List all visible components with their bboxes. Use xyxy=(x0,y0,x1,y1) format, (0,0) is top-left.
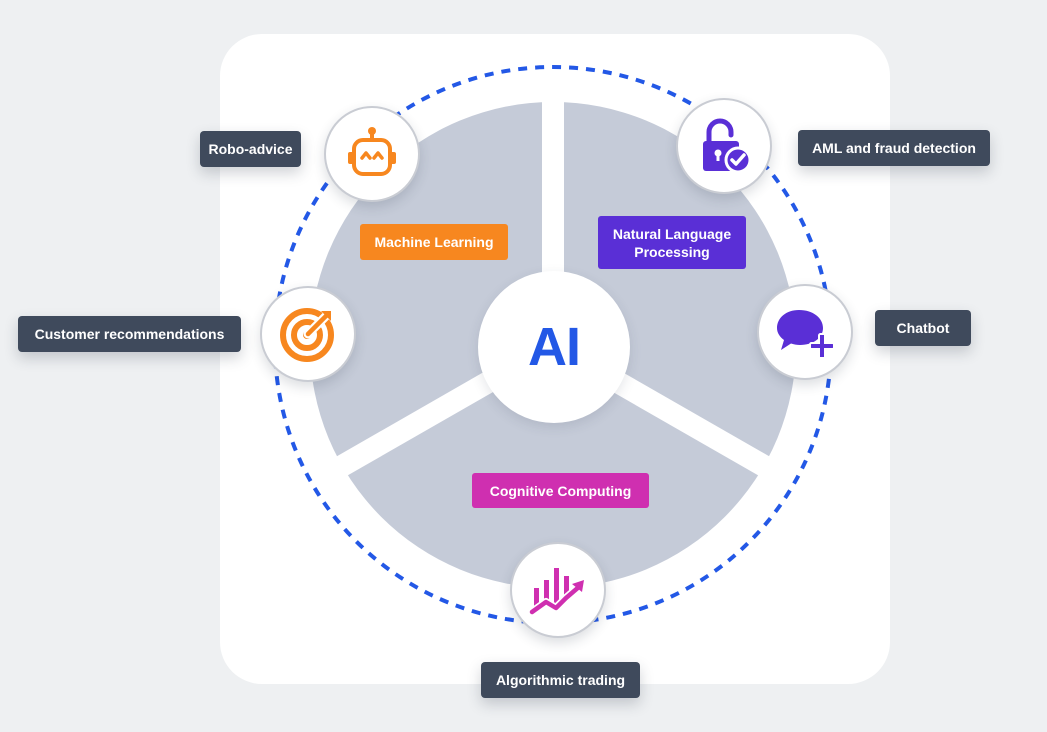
robot-icon xyxy=(348,127,396,176)
robo-advice-node xyxy=(324,106,420,202)
algorithmic-trading-node xyxy=(510,542,606,638)
trading-chart-icon xyxy=(528,568,584,616)
ai-center-circle: AI xyxy=(478,271,630,423)
chatbot-tag: Chatbot xyxy=(875,310,971,346)
robo-advice-tag: Robo-advice xyxy=(200,131,301,167)
aml-fraud-detection-node xyxy=(676,98,772,194)
target-arrow-icon xyxy=(280,308,334,362)
machine-learning-label: Machine Learning xyxy=(360,224,508,260)
customer-recommendations-node xyxy=(260,286,356,382)
cognitive-computing-label: Cognitive Computing xyxy=(472,473,649,508)
customer-recommendations-tag: Customer recommendations xyxy=(18,316,241,352)
chatbot-node xyxy=(757,284,853,380)
natural-language-processing-label: Natural Language Processing xyxy=(598,216,746,269)
lock-check-icon xyxy=(703,118,752,174)
chat-plus-icon xyxy=(777,310,835,359)
aml-fraud-detection-tag: AML and fraud detection xyxy=(798,130,990,166)
algorithmic-trading-tag: Algorithmic trading xyxy=(481,662,640,698)
